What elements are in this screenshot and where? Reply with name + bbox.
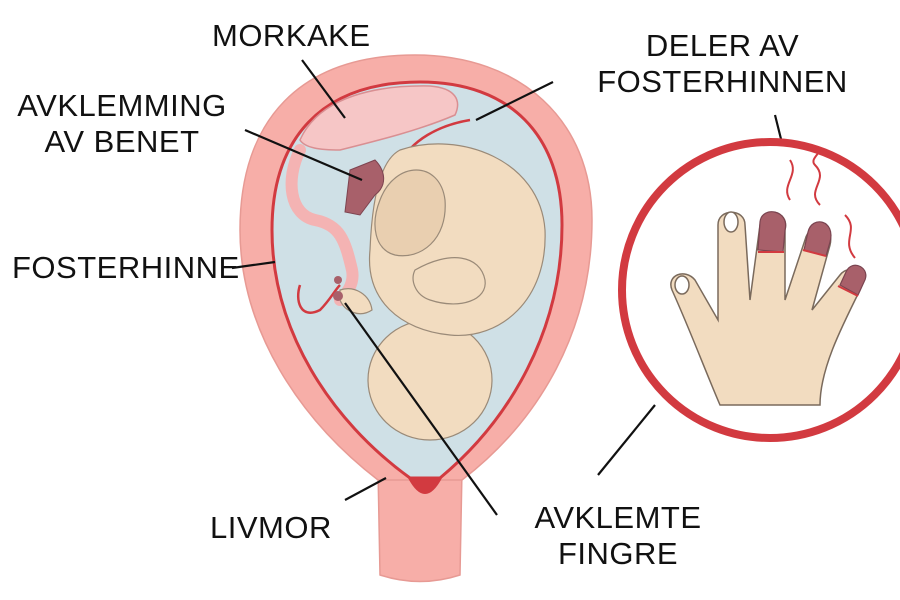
label-placenta: MORKAKE [212,18,371,53]
membrane-strands [758,149,859,297]
label-amnion: FOSTERHINNE [12,250,240,285]
amputated-leg [344,159,385,216]
label-constricted-fingers-line2: FINGRE [557,536,679,571]
constricted-fingertips [757,211,867,296]
amniotic-band-finger [296,284,341,314]
constricted-finger [333,291,343,301]
leader-lines [231,59,797,516]
label-membrane-parts-line1: DELER AV [645,28,800,63]
label-leg-amputation: AVKLEMMING AV BENET [12,88,232,160]
label-uterus: LIVMOR [210,510,332,545]
cervix-opening [408,478,442,494]
uterus-cervix [377,469,463,583]
label-membrane-parts-line2: FOSTERHINNEN [597,64,848,99]
placenta [299,85,459,151]
label-membrane-parts: DELER AV FOSTERHINNEN [590,28,855,100]
label-constricted-fingers-line1: AVKLEMTE [534,500,702,535]
label-leg-amputation-line1: AVKLEMMING [17,88,227,123]
umbilical-cord [285,144,359,306]
label-leg-amputation-line2: AV BENET [44,124,200,159]
label-constricted-fingers: AVKLEMTE FINGRE [528,500,708,572]
constricted-finger-2 [334,276,342,284]
fetus [339,143,546,441]
